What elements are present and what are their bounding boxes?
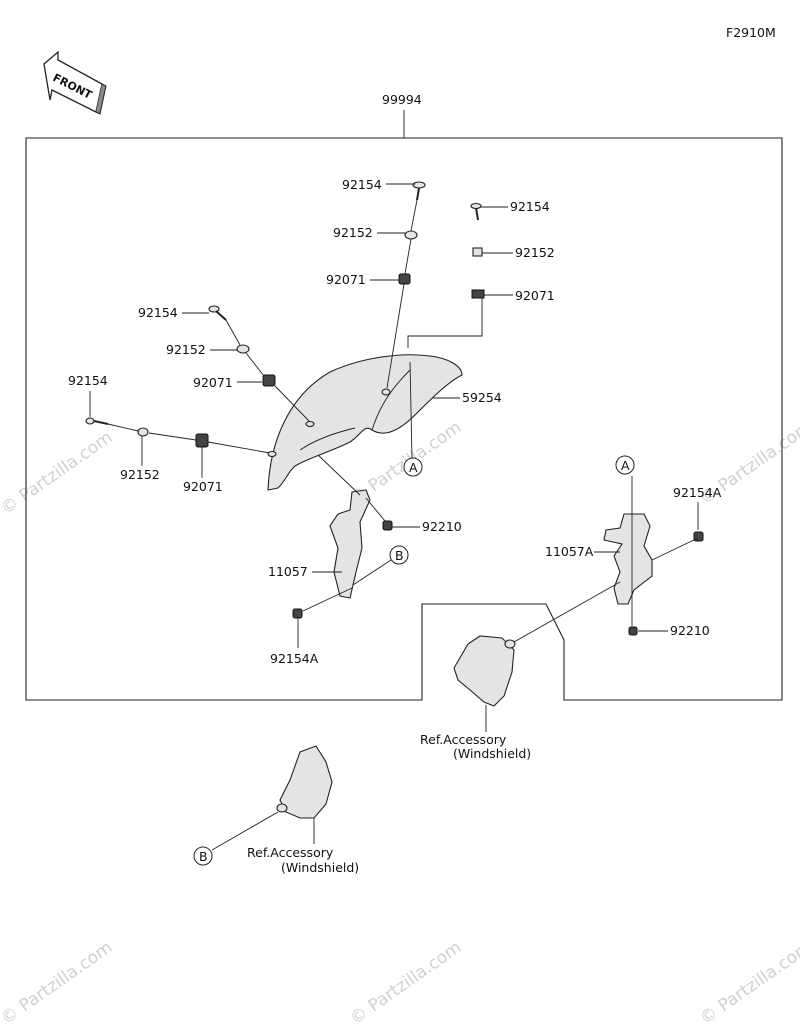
part-92154-left-lower: 92154 — [68, 373, 108, 388]
part-92071-left-upper: 92071 — [193, 375, 233, 390]
hardware-left-upper — [208, 305, 315, 428]
hardware-right — [407, 202, 485, 459]
hardware-left-lower — [85, 417, 277, 458]
part-92210-right: 92210 — [670, 623, 710, 638]
ref-accessory-lower-line1: Ref.Accessory — [247, 845, 334, 860]
part-92154a-left: 92154A — [270, 651, 319, 666]
callout-a-right-label: A — [621, 458, 630, 473]
front-arrow-icon: FRONT — [43, 50, 107, 115]
kit-frame — [25, 137, 783, 701]
watermark-text: © Partzilla.com — [0, 937, 116, 1029]
hardware-top — [381, 181, 426, 396]
part-11057a: 11057A — [545, 544, 594, 559]
part-92154-right: 92154 — [510, 199, 550, 214]
part-92154a-right: 92154A — [673, 485, 722, 500]
part-92071-right: 92071 — [515, 288, 555, 303]
watermark-text: © Partzilla.com — [0, 427, 116, 519]
part-92152-left-lower: 92152 — [120, 467, 160, 482]
part-92071-left-lower: 92071 — [183, 479, 223, 494]
ref-accessory-right-line1: Ref.Accessory — [420, 732, 507, 747]
callout-a-upper — [403, 457, 423, 477]
part-11057: 11057 — [268, 564, 308, 579]
part-92152-left-upper: 92152 — [166, 342, 206, 357]
callout-a-right — [615, 455, 635, 475]
callout-a-upper-label: A — [409, 460, 418, 475]
part-92154-left-upper: 92154 — [138, 305, 178, 320]
callout-b-lower-label: B — [199, 849, 208, 864]
bracket-right — [603, 476, 704, 636]
watermark-text: © Partzilla.com — [696, 937, 800, 1029]
diagram-code: F2910M — [726, 25, 776, 40]
bracket-left — [317, 454, 393, 599]
callout-b-left-label: B — [395, 548, 404, 563]
ref-accessory-lower-line2: (Windshield) — [281, 860, 359, 875]
ref-accessory-right-line2: (Windshield) — [453, 746, 531, 761]
callout-b-lower — [193, 846, 213, 866]
ref-accessory-mount-right — [453, 581, 621, 732]
part-92210-left: 92210 — [422, 519, 462, 534]
windshield-screen — [267, 354, 463, 491]
part-92152-top: 92152 — [333, 225, 373, 240]
part-92154-top: 92154 — [342, 177, 382, 192]
watermark-text: © Partzilla.com — [346, 937, 465, 1029]
part-59254: 59254 — [462, 390, 502, 405]
callout-b-left — [389, 545, 409, 565]
ref-accessory-mount-lower — [211, 745, 333, 851]
part-92071-top: 92071 — [326, 272, 366, 287]
part-92152-right: 92152 — [515, 245, 555, 260]
kit-part-label: 99994 — [382, 92, 422, 107]
watermark-layer: © Partzilla.com © Partzilla.com © Partzi… — [0, 417, 800, 1029]
